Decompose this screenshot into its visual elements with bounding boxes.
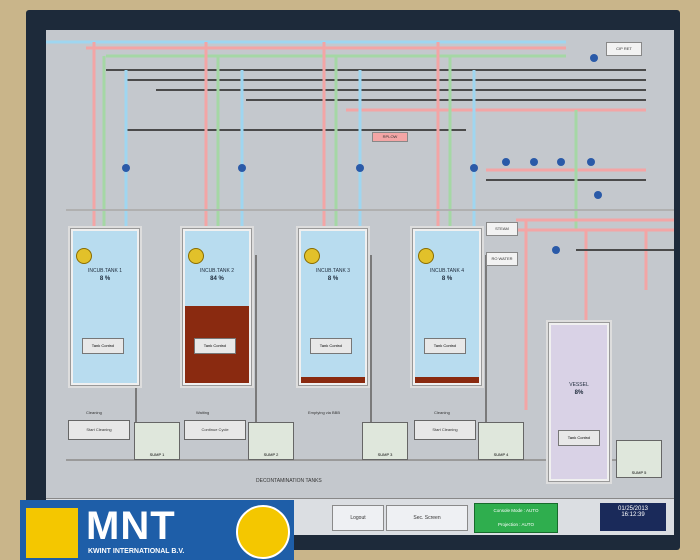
projection-mode: Projection : AUTO [498,522,534,527]
vessel-percent: 8% [574,390,584,396]
pump-label: SUMP 5 [631,470,647,475]
lock-icon [418,248,434,264]
start-cleaning-button[interactable]: Start Cleaning [414,420,476,440]
pipe-tag: CIP RET [606,42,642,56]
vessel-level [551,325,607,479]
tank-control-button[interactable]: Tank Control [558,430,600,446]
vessel-label: VESSEL [569,382,589,388]
pipe-tag: STEAM [486,222,518,236]
tank-control-button[interactable]: Tank Control [194,338,236,354]
tank-1[interactable]: INCUB.TANK 1 8 % Tank Control [68,226,142,388]
logout-button[interactable]: Logout [332,505,384,531]
section-title: DECONTAMINATION TANKS [256,478,322,484]
tank-percent: 8 % [441,276,453,282]
tank-control-button[interactable]: Tank Control [310,338,352,354]
logo-text: MNT [86,504,176,548]
radiation-icon [24,506,80,560]
tank-caption: Emptying via BBB [308,410,341,415]
mode-status-panel: Console Mode : AUTO Projection : AUTO [474,503,558,533]
lock-icon [188,248,204,264]
pump-label: SUMP 1 [149,452,165,457]
pump-label: SUMP 3 [377,452,393,457]
tank-name: INCUB.TANK 4 [429,268,465,274]
sump-pump-3[interactable]: SUMP 3 [362,422,408,460]
tank-control-button[interactable]: Tank Control [82,338,124,354]
tank-caption: Cleaning [86,410,102,415]
secondary-screen-button[interactable]: Sec. Screen [386,505,468,531]
tank-percent: 8 % [99,276,111,282]
clock: 01/25/2013 16:12:39 [600,503,666,531]
logo-subtitle: KWINT INTERNATIONAL B.V. [88,548,185,555]
tank-2[interactable]: INCUB.TANK 2 84 % Tank Control [180,226,254,388]
console-mode: Console Mode : AUTO [493,508,539,513]
sump-pump-5[interactable]: SUMP 5 [616,440,662,478]
tank-name: INCUB.TANK 3 [315,268,351,274]
pump-label: SUMP 2 [263,452,279,457]
vessel-tank[interactable]: VESSEL 8% Tank Control [546,320,612,484]
pipe-tag: RO WATER [486,252,518,266]
start-cleaning-button[interactable]: Start Cleaning [68,420,130,440]
sump-pump-1[interactable]: SUMP 1 [134,422,180,460]
tank-name: INCUB.TANK 2 [199,268,235,274]
tank-caption: Cleaning [434,410,450,415]
tank-percent: 84 % [210,276,224,282]
lock-icon [76,248,92,264]
time: 16:12:39 [621,512,645,518]
pump-label: SUMP 4 [493,452,509,457]
sump-pump-4[interactable]: SUMP 4 [478,422,524,460]
sump-pump-2[interactable]: SUMP 2 [248,422,294,460]
tank-sediment [415,377,479,383]
pipe-tag: RPLOW [372,132,408,142]
tank-4[interactable]: INCUB.TANK 4 8 % Tank Control [410,226,484,388]
date: 01/25/2013 [617,506,649,512]
tank-sediment [301,377,365,383]
tank-name: INCUB.TANK 1 [87,268,123,274]
tank-3[interactable]: INCUB.TANK 3 8 % Tank Control [296,226,370,388]
tank-control-button[interactable]: Tank Control [424,338,466,354]
lock-icon [304,248,320,264]
hmi-screen: INCUB.TANK 1 8 % Tank Control INCUB.TANK… [46,30,674,535]
continue-cycle-button[interactable]: Continue Cycle [184,420,246,440]
tank-percent: 8 % [327,276,339,282]
globe-icon [236,505,290,559]
tank-caption: Waiting [196,410,210,415]
mnt-logo: MNT KWINT INTERNATIONAL B.V. [20,500,294,560]
